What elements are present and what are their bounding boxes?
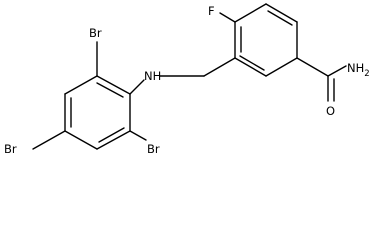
- double-bond-inner: [96, 82, 124, 98]
- bond: [234, 3, 267, 23]
- amide-n-subscript: 2: [364, 69, 369, 79]
- benzamide-ring: [234, 3, 298, 77]
- atom-label-o: O: [326, 104, 335, 118]
- bond: [96, 75, 131, 95]
- atom-label-br-left: Br: [4, 142, 17, 156]
- bond: [265, 57, 298, 77]
- double-bond-inner: [267, 10, 293, 26]
- atom-label-br-top: Br: [89, 26, 102, 40]
- bond-c-f: [219, 12, 236, 23]
- double-bond-inner: [239, 55, 265, 71]
- bond: [64, 130, 98, 150]
- atom-label-br-right: Br: [147, 142, 160, 156]
- bond: [64, 75, 98, 95]
- bond: [96, 130, 131, 150]
- bond-ring-carbonyl: [296, 57, 329, 77]
- structure-canvas: F NH NH2 O Br Br Br: [4, 3, 370, 156]
- molecule-diagram: F NH NH2 O Br Br Br: [4, 3, 370, 156]
- atom-label-nh2: NH2: [347, 61, 370, 79]
- bond-c-nh2: [327, 65, 347, 77]
- bond-ring-ch2: [203, 57, 236, 77]
- atom-label-nh: NH: [144, 69, 161, 83]
- bond: [265, 3, 298, 23]
- amide-n-text: NH: [347, 61, 364, 75]
- tribromophenyl-ring: [64, 75, 131, 150]
- bond-nh-ring: [129, 79, 145, 95]
- bond-c-br-left: [32, 130, 66, 150]
- double-bond-inner: [98, 127, 125, 143]
- bond: [234, 57, 267, 77]
- bond-c-br-right: [129, 130, 147, 141]
- atom-label-f: F: [208, 4, 215, 18]
